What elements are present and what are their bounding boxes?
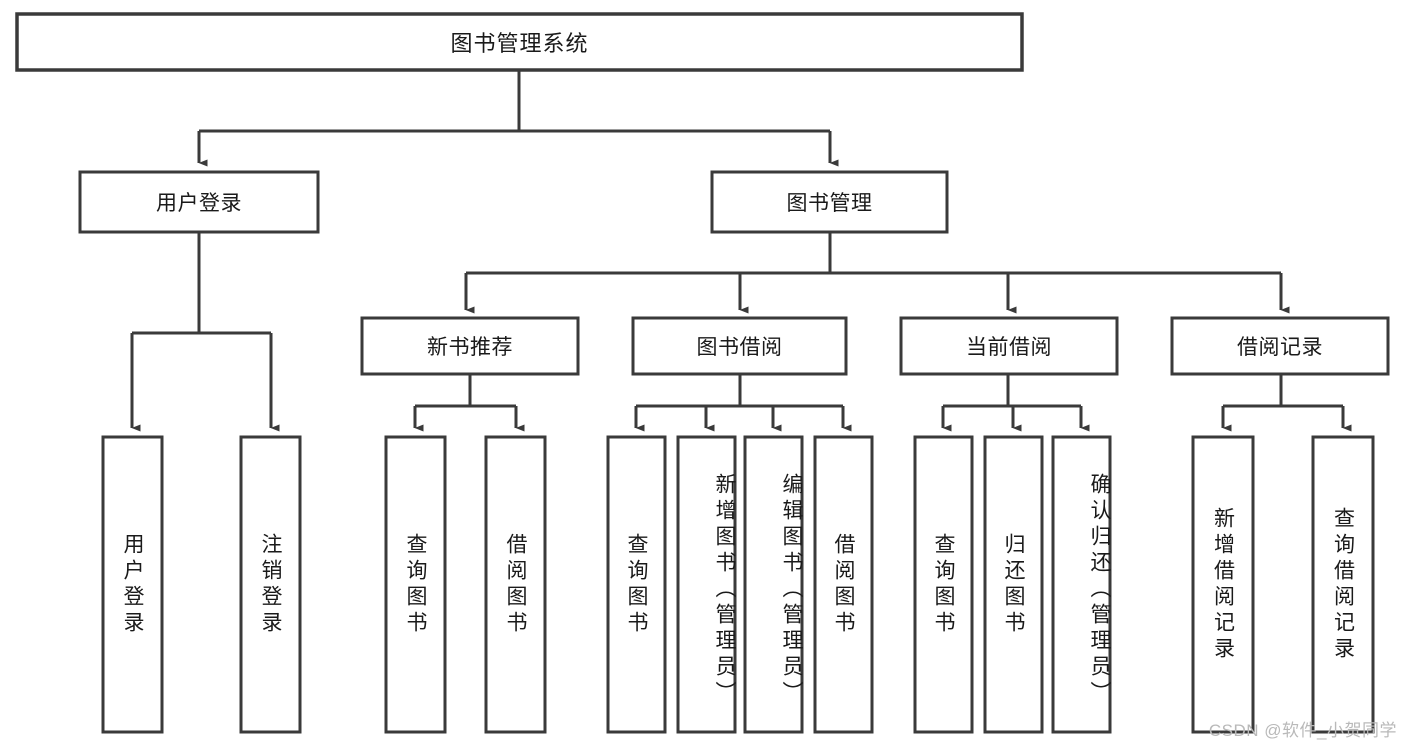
node-box-cb-query-book[interactable] (913, 435, 974, 734)
node-box-bb-borrow-book[interactable] (813, 435, 874, 734)
node-box-user-login[interactable] (78, 170, 320, 234)
node-box-user-logout[interactable] (239, 435, 302, 734)
node-box-borrow-record[interactable] (1170, 316, 1390, 376)
node-box-current-borrow[interactable] (899, 316, 1119, 376)
watermark-text: CSDN @软件_小贺同学 (1208, 721, 1397, 740)
node-box-cb-return-book[interactable] (983, 435, 1044, 734)
node-box-bb-edit-book[interactable] (743, 435, 804, 734)
node-box-book-manage[interactable] (710, 170, 949, 234)
node-box-bb-add-book[interactable] (676, 435, 737, 734)
node-box-new-book-recommend[interactable] (360, 316, 580, 376)
node-box-nbr-query-book[interactable] (384, 435, 447, 734)
node-box-user-login-do[interactable] (101, 435, 164, 734)
node-box-br-add-record[interactable] (1191, 435, 1255, 734)
node-box-root[interactable] (15, 12, 1024, 72)
node-box-book-borrow[interactable] (631, 316, 848, 376)
node-box-bb-query-book[interactable] (606, 435, 667, 734)
node-box-nbr-borrow-book[interactable] (484, 435, 547, 734)
node-box-cb-confirm-return[interactable] (1051, 435, 1112, 734)
node-box-br-query-record[interactable] (1311, 435, 1375, 734)
